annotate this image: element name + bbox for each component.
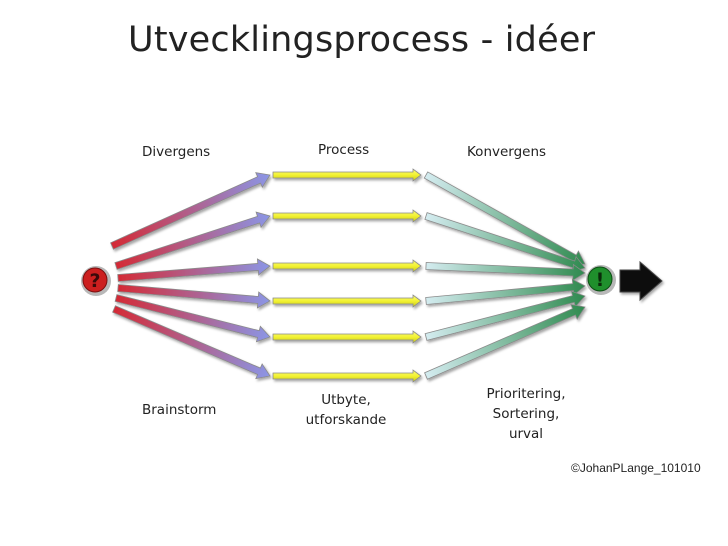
label-prioritering-line2: Sortering, (492, 406, 560, 422)
copyright-text: ©JohanPLange_101010 (571, 461, 701, 475)
divergent-arrow (114, 211, 271, 270)
convergent-arrow (424, 290, 586, 341)
convergent-arrow (425, 262, 586, 282)
process-arrows (272, 168, 422, 383)
end-node-symbol: ! (596, 269, 605, 291)
output-arrow (619, 260, 663, 302)
process-arrow (272, 330, 422, 344)
convergent-arrow (424, 303, 586, 380)
label-utbyte: Utbyte, utforskande (298, 390, 394, 430)
process-arrow (272, 259, 422, 273)
label-konvergens: Konvergens (467, 144, 547, 160)
label-prioritering-line3: urval (508, 426, 544, 442)
start-node: ? (81, 266, 111, 296)
process-arrow (272, 168, 422, 182)
label-brainstorm: Brainstorm (142, 402, 217, 418)
label-prioritering-line1: Prioritering, (486, 386, 566, 402)
divergent-arrow (117, 284, 271, 309)
process-arrow (272, 369, 422, 383)
process-arrow (272, 294, 422, 308)
label-utbyte-line2: utforskande (305, 412, 387, 428)
convergent-arrow (425, 278, 586, 305)
process-arrow (272, 209, 422, 223)
label-process: Process (318, 142, 370, 158)
convergent-arrows (423, 171, 586, 380)
start-node-symbol: ? (89, 270, 100, 292)
label-divergens: Divergens (142, 144, 211, 160)
label-prioritering: Prioritering, Sortering, urval (476, 384, 576, 444)
label-utbyte-line1: Utbyte, (321, 392, 371, 408)
divergent-arrow (110, 172, 271, 250)
end-node: ! (586, 265, 616, 295)
divergent-arrow (114, 294, 271, 343)
divergent-arrow (112, 305, 271, 380)
divergent-arrows (110, 172, 271, 380)
divergent-arrow (117, 258, 271, 282)
slide-title: Utvecklingsprocess - idéer (128, 20, 596, 60)
